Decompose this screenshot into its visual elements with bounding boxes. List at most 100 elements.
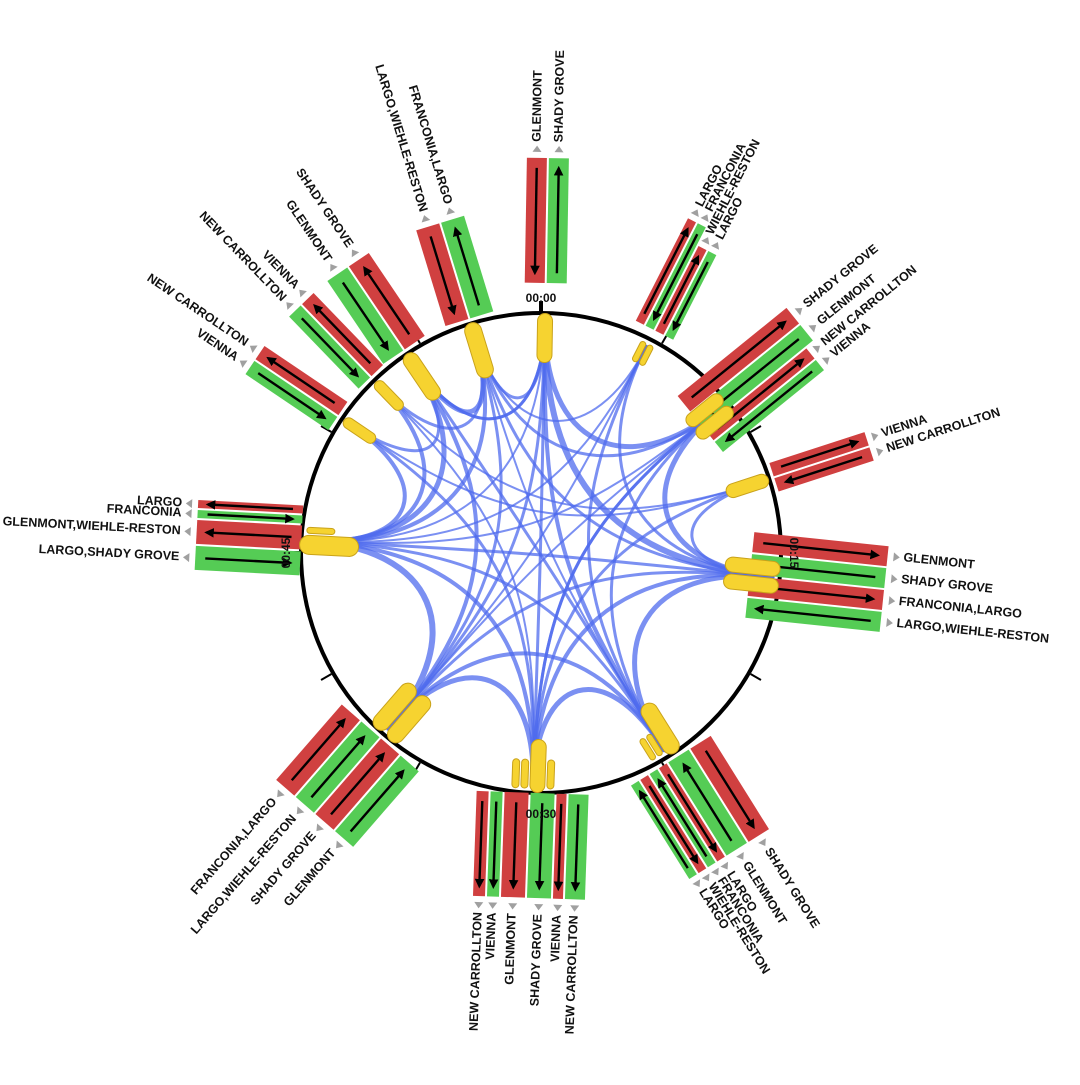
destination-label: SHADY GROVE bbox=[551, 50, 567, 142]
label-pointer-icon bbox=[553, 904, 563, 912]
direction-arrow bbox=[704, 750, 755, 830]
direction-arrow bbox=[257, 372, 327, 420]
platform-capsule-layer bbox=[299, 313, 781, 794]
time-label: 00:30 bbox=[526, 807, 557, 821]
transfer-chord bbox=[387, 570, 774, 730]
label-pointer-icon bbox=[508, 903, 518, 910]
direction-arrow bbox=[508, 802, 519, 890]
label-pointer-icon bbox=[532, 145, 542, 152]
destination-label: NEW CARROLLTON bbox=[563, 915, 581, 1034]
transfer-chord bbox=[307, 539, 666, 752]
transfer-chord bbox=[308, 405, 723, 545]
platform-capsule bbox=[641, 703, 679, 754]
direction-arrow bbox=[724, 370, 813, 443]
platform-capsule bbox=[696, 406, 733, 439]
platform-capsule bbox=[373, 683, 416, 730]
platform-capsule bbox=[547, 760, 555, 789]
label-pointer-icon bbox=[692, 879, 701, 888]
label-pointer-icon bbox=[446, 207, 456, 215]
label-pointer-icon bbox=[185, 499, 193, 509]
transfer-chord bbox=[472, 330, 648, 422]
label-pointer-icon bbox=[488, 902, 498, 909]
destination-label: FRANCONIA,LARGO bbox=[898, 594, 1023, 621]
direction-arrow bbox=[300, 317, 360, 378]
direction-arrow bbox=[341, 281, 389, 351]
label-pointer-icon bbox=[296, 806, 305, 815]
time-label: 00:45 bbox=[279, 537, 293, 568]
transfer-chord bbox=[378, 385, 535, 786]
label-pointer-icon bbox=[875, 447, 884, 457]
platform-capsule bbox=[512, 759, 520, 788]
direction-arrow bbox=[429, 236, 457, 316]
platform-capsule bbox=[647, 734, 662, 756]
label-pointer-icon bbox=[351, 249, 360, 258]
transfer-chord bbox=[530, 573, 774, 787]
direction-arrow bbox=[205, 500, 294, 511]
minor-tick bbox=[750, 425, 762, 433]
label-pointer-icon bbox=[711, 867, 719, 876]
time-label: 00:15 bbox=[787, 538, 801, 569]
label-pointer-icon bbox=[701, 873, 710, 882]
direction-arrow bbox=[313, 304, 372, 365]
transfer-chord bbox=[307, 421, 407, 544]
label-pointer-icon bbox=[808, 325, 817, 333]
label-pointer-icon bbox=[316, 823, 324, 832]
direction-arrow bbox=[530, 167, 540, 276]
destination-label: VIENNA bbox=[483, 912, 499, 960]
minor-tick bbox=[320, 425, 332, 433]
platform-capsule bbox=[632, 341, 646, 362]
transfer-chord bbox=[531, 479, 764, 787]
direction-arrow bbox=[657, 778, 708, 858]
transfer-chord bbox=[471, 329, 774, 579]
platform-capsule bbox=[403, 353, 441, 400]
label-pointer-icon bbox=[249, 345, 258, 353]
direction-arrow bbox=[363, 266, 411, 335]
label-pointer-icon bbox=[299, 289, 307, 298]
direction-arrow bbox=[474, 801, 485, 889]
direction-arrow bbox=[653, 233, 699, 321]
platform-capsule bbox=[465, 323, 493, 378]
label-pointer-icon bbox=[570, 905, 580, 912]
label-pointer-icon bbox=[736, 851, 744, 860]
time-label-layer: 00:00 00:15 00:30 00:45 bbox=[279, 291, 801, 821]
platform-capsule bbox=[521, 759, 529, 788]
platform-capsule bbox=[387, 696, 431, 743]
direction-arrow bbox=[682, 762, 733, 842]
transfer-chord bbox=[378, 385, 763, 510]
platform-capsule bbox=[640, 739, 655, 760]
time-label: 00:00 bbox=[526, 291, 557, 305]
label-pointer-icon bbox=[893, 552, 900, 562]
label-pointer-icon bbox=[277, 789, 285, 798]
platform-capsule bbox=[300, 535, 359, 556]
platform-capsule bbox=[343, 418, 376, 443]
transfer-chord bbox=[307, 538, 536, 787]
direction-arrow bbox=[638, 789, 689, 869]
minor-tick bbox=[320, 673, 332, 681]
label-pointer-icon bbox=[554, 145, 564, 153]
label-pointer-icon bbox=[286, 302, 294, 310]
destination-label: SHADY GROVE bbox=[901, 572, 994, 596]
label-pointer-icon bbox=[821, 357, 830, 365]
direction-arrow bbox=[488, 801, 499, 889]
destination-label: GLENMONT bbox=[529, 70, 544, 142]
direction-band-layer bbox=[194, 157, 889, 900]
transfer-chord bbox=[587, 344, 666, 752]
direction-arrow bbox=[672, 261, 709, 331]
direction-arrow bbox=[266, 356, 336, 404]
direction-arrow bbox=[310, 735, 366, 799]
platform-capsule bbox=[537, 314, 553, 363]
label-pointer-icon bbox=[870, 432, 879, 442]
destination-label: LARGO,WIEHLE-RESTON bbox=[896, 616, 1050, 646]
platform-capsule bbox=[530, 740, 546, 793]
direction-arrow bbox=[205, 557, 293, 568]
direction-arrow bbox=[553, 165, 564, 274]
platform-capsule bbox=[686, 394, 723, 427]
transfer-chord bbox=[387, 405, 723, 730]
label-pointer-icon bbox=[330, 264, 338, 272]
label-pointer-icon bbox=[794, 307, 803, 316]
direction-arrow bbox=[204, 528, 292, 539]
platform-capsule bbox=[725, 557, 780, 576]
platform-capsule bbox=[726, 474, 769, 498]
